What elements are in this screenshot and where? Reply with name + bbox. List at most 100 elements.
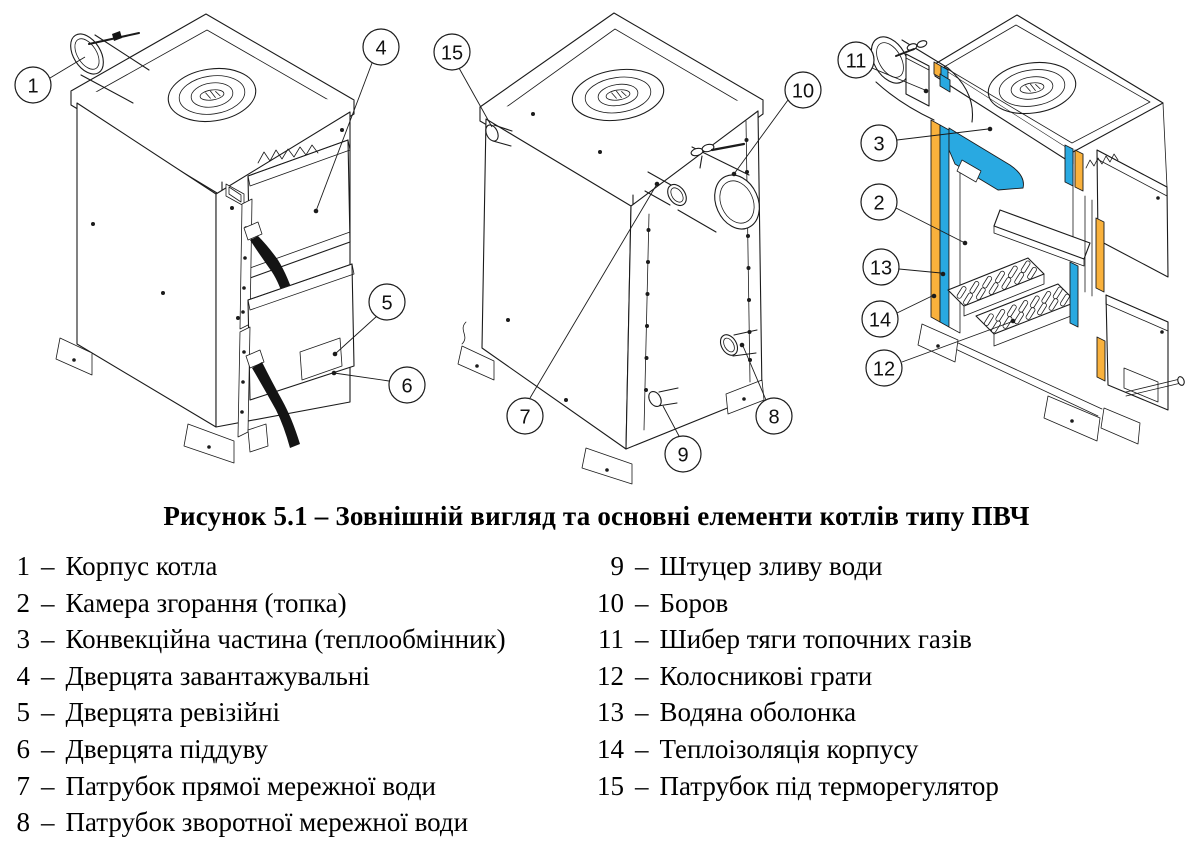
legend-label: Боров [659,587,729,618]
cook-plate-rings [987,61,1077,115]
legend-number: 3 [16,624,31,655]
draft-damper-shiber [895,40,930,107]
boiler-cutaway-view: 11 3 2 13 [837,14,1185,445]
legend-item-12: 12–Колосникові грати [588,658,999,695]
legend-label: Дверцята завантажувальні [65,660,370,691]
boiler-rear-view: 15 10 7 9 [433,12,822,485]
svg-text:11: 11 [846,51,867,73]
water-jacket-strip [939,124,950,328]
legend-item-3: 3–Конвекційна частина (теплообмінник) [14,621,506,658]
right-side-doors [1064,102,1169,411]
callout-6: 6 [331,366,426,404]
legend-number: 5 [16,697,31,728]
callout-4: 4 [313,28,400,214]
legend-number: 6 [16,733,31,764]
boiler-front-view: 1 4 5 6 [14,13,426,464]
callouts-front-view: 1 4 5 6 [14,28,426,404]
cook-plate-rings [571,68,665,122]
callout-14: 14 [861,293,937,338]
legend-label: Конвекційна частина (теплообмінник) [65,624,506,655]
legend-dash: – [635,770,649,801]
brand-logo [1085,153,1119,169]
legend-item-7: 7–Патрубок прямої мережної води [14,768,506,805]
chimney-pipe [70,31,150,104]
legend-label: Патрубок під терморегулятор [659,770,999,801]
legend-label: Корпус котла [65,551,218,581]
legend-item-11: 11–Шибер тяги топочних газів [588,621,999,658]
legend-number: 10 [597,587,624,618]
legend-number: 4 [16,660,31,691]
blow-door-vent [299,337,343,381]
legend-number: 12 [597,660,624,691]
callout-5: 5 [332,283,406,357]
chimney-cut-open [870,36,974,123]
legend-label: Патрубок прямої мережної води [65,770,436,801]
svg-text:14: 14 [869,310,891,332]
legend-item-4: 4–Дверцята завантажувальні [14,658,506,695]
legend-dash: – [41,807,55,838]
svg-text:1: 1 [27,76,38,98]
callout-2: 2 [860,183,968,246]
legend-dash: – [41,697,55,728]
legend-dash: – [41,660,55,691]
svg-text:13: 13 [870,258,892,280]
legend-number: 14 [597,733,624,764]
legend-item-2: 2–Камера згорання (топка) [14,585,506,622]
legend-number: 9 [610,551,625,581]
revision-door [237,263,355,448]
callout-12: 12 [865,318,1016,387]
convection-duct [948,127,1024,191]
svg-text:15: 15 [441,43,463,65]
legend-dash: – [635,624,649,655]
callout-3: 3 [860,124,993,162]
feet [457,345,765,485]
legend-label: Водяна оболонка [659,697,857,728]
callout-15: 15 [433,33,493,128]
legend-dash: – [635,697,649,728]
legend-dash: – [41,770,55,801]
feet [55,337,269,464]
brand-logo [257,144,319,164]
svg-text:12: 12 [873,359,895,381]
callout-11: 11 [837,41,929,94]
legend-label: Патрубок зворотної мережної води [65,807,469,838]
callout-9: 9 [662,405,702,473]
legend-number: 8 [16,807,31,838]
callout-8: 8 [739,342,793,435]
supply-water-pipe [644,171,687,207]
return-water-pipe [719,329,758,357]
legend-label: Теплоізоляція корпусу [659,733,919,764]
legend-item-13: 13–Водяна оболонка [588,694,999,731]
svg-text:6: 6 [401,376,412,398]
figure-caption: Рисунок 5.1 – Зовнішній вигляд та основн… [163,501,1030,531]
legend-dash: – [635,733,649,764]
legend-label: Дверцята ревізійні [65,697,281,728]
svg-text:10: 10 [792,81,814,103]
legend-dash: – [635,587,649,618]
legend-label: Колосникові грати [659,660,873,691]
legend-number: 1 [16,551,31,581]
lower-door [1105,294,1169,411]
legend-number: 2 [16,587,31,618]
legend-label: Камера згорання (топка) [65,587,347,618]
combustion-chamber-interior [931,151,1103,417]
legend-label: Шибер тяги топочних газів [659,624,972,655]
legend-dash: – [41,587,55,618]
svg-text:5: 5 [381,293,392,315]
legend-label: Штуцер зливу води [659,551,883,581]
legend-item-10: 10–Боров [588,585,999,622]
svg-text:4: 4 [375,38,386,60]
cook-plate-rings [167,67,257,123]
legend-dash: – [635,551,649,581]
callouts-cutaway-view: 11 3 2 13 [837,41,1016,387]
callout-1: 1 [14,56,86,104]
legend-item-8: 8–Патрубок зворотної мережної води [14,804,506,841]
legend-column-right: 9–Штуцер зливу води 10–Боров 11–Шибер тя… [588,548,999,804]
legend-dash: – [41,733,55,764]
water-jacket-and-insulation-cut [930,73,1024,334]
thermoregulator-stub [485,124,513,147]
legend-number: 7 [16,770,31,801]
insulation-strip [930,119,941,323]
legend-dash: – [41,551,55,581]
